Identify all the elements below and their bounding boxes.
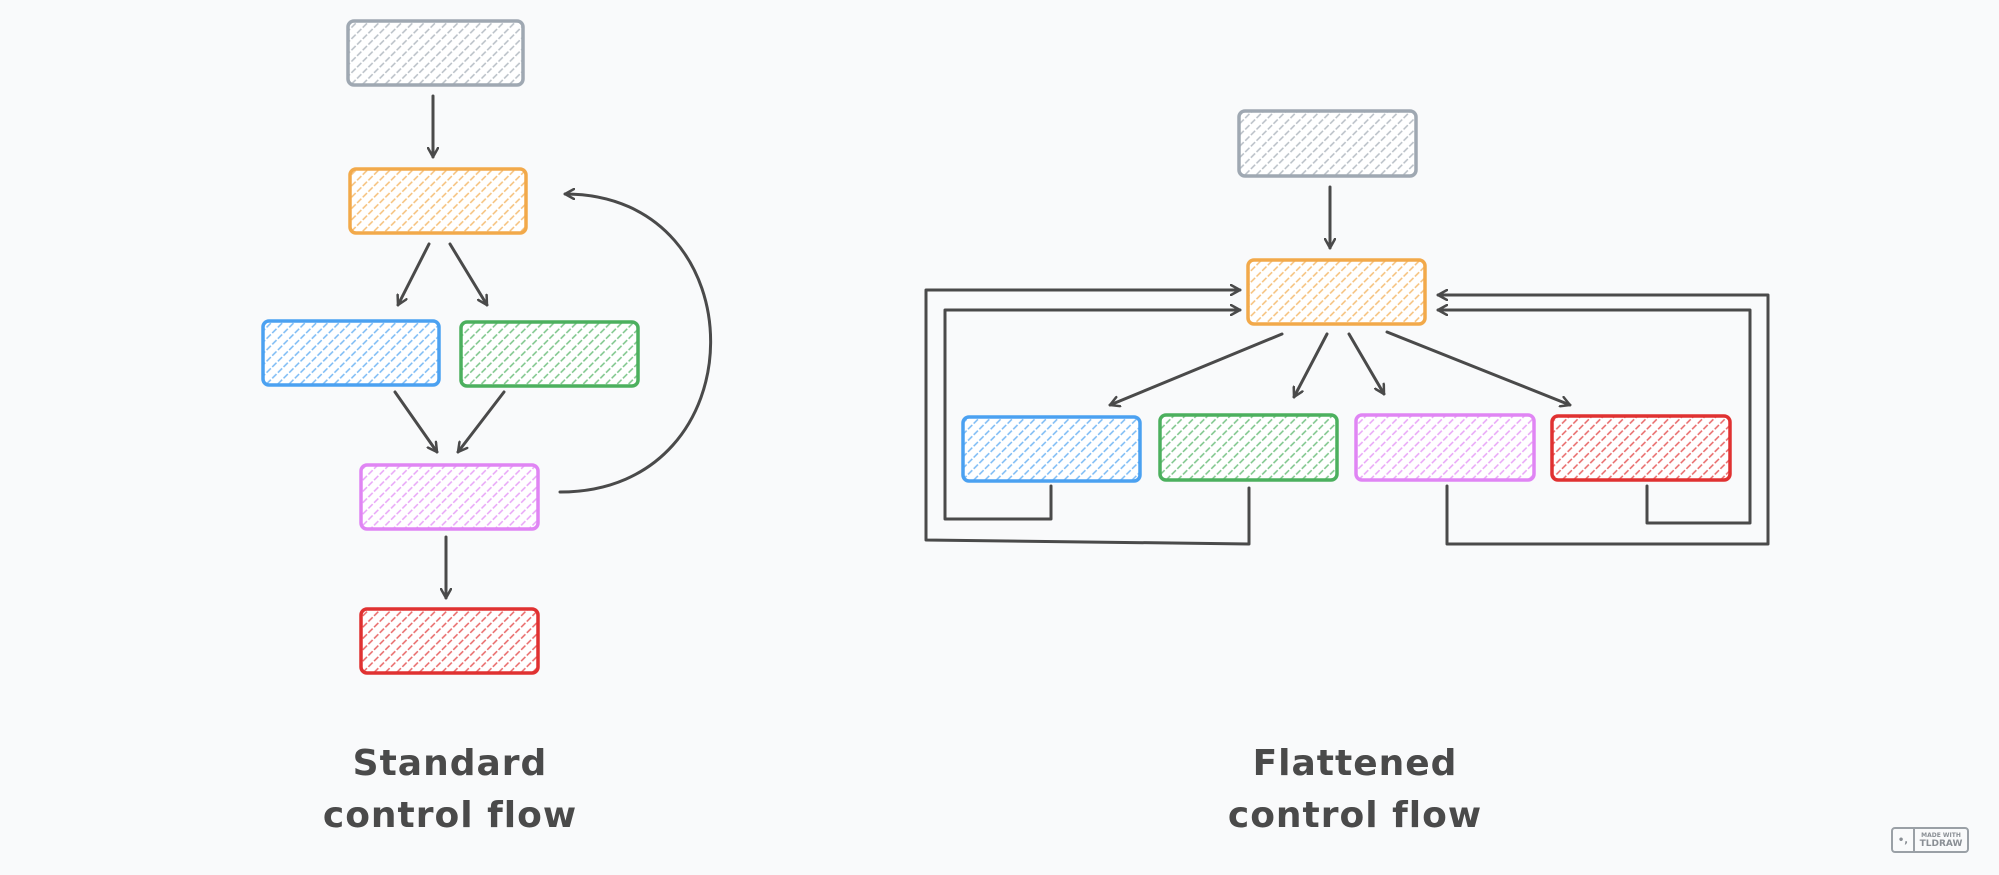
arrow-case-4-block-to-dispatcher-block[interactable] — [1436, 310, 1752, 525]
arrow-dispatch-block-to-branch-b-block[interactable] — [448, 242, 489, 307]
case-4-block[interactable] — [1550, 414, 1732, 482]
arrow-merge-block-to-dispatch-block[interactable] — [558, 194, 712, 494]
caption-line-1: Standard — [352, 743, 548, 784]
caption-line-2: control flow — [1227, 795, 1483, 836]
flattened-control-flow-diagram — [924, 109, 1770, 546]
arrow-dispatch-block-to-branch-a-block[interactable] — [398, 242, 431, 307]
caption-line-1: Flattened — [1252, 743, 1458, 784]
arrow-case-3-block-to-dispatcher-block[interactable] — [1436, 295, 1770, 546]
exit-block[interactable] — [359, 607, 540, 675]
arrow-dispatcher-block-to-case-3-block[interactable] — [1347, 332, 1386, 396]
branch-a-block[interactable] — [261, 319, 441, 387]
case-2-block[interactable] — [1158, 413, 1339, 482]
entry-block[interactable] — [1237, 109, 1418, 178]
arrow-case-1-block-to-dispatcher-block[interactable] — [943, 310, 1242, 521]
badge-line-1: MADE WITH — [1921, 832, 1961, 839]
flattened-control-flow-caption: Flattened control flow — [1200, 738, 1510, 842]
merge-block[interactable] — [359, 463, 540, 531]
standard-control-flow-caption: Standard control flow — [300, 738, 600, 842]
caption-line-2: control flow — [322, 795, 578, 836]
branch-b-block[interactable] — [459, 320, 640, 388]
arrow-dispatcher-block-to-case-1-block[interactable] — [1108, 332, 1284, 405]
arrow-branch-b-block-to-merge-block[interactable] — [456, 390, 506, 454]
badge-line-2: TLDRAW — [1919, 839, 1963, 849]
arrow-branch-a-block-to-merge-block[interactable] — [393, 390, 439, 454]
dispatcher-block[interactable] — [1246, 258, 1427, 326]
arrow-dispatcher-block-to-case-2-block[interactable] — [1294, 332, 1329, 399]
case-3-block[interactable] — [1354, 413, 1536, 482]
case-1-block[interactable] — [961, 415, 1142, 483]
standard-control-flow-diagram — [261, 19, 712, 675]
made-with-tldraw-badge[interactable]: •, MADE WITH TLDRAW — [1891, 827, 1969, 853]
arrow-dispatcher-block-to-case-4-block[interactable] — [1385, 330, 1572, 405]
arrow-case-2-block-to-dispatcher-block[interactable] — [924, 290, 1251, 546]
tldraw-logo-icon: •, — [1893, 829, 1915, 851]
dispatch-block[interactable] — [348, 167, 528, 235]
entry-block[interactable] — [346, 19, 525, 87]
